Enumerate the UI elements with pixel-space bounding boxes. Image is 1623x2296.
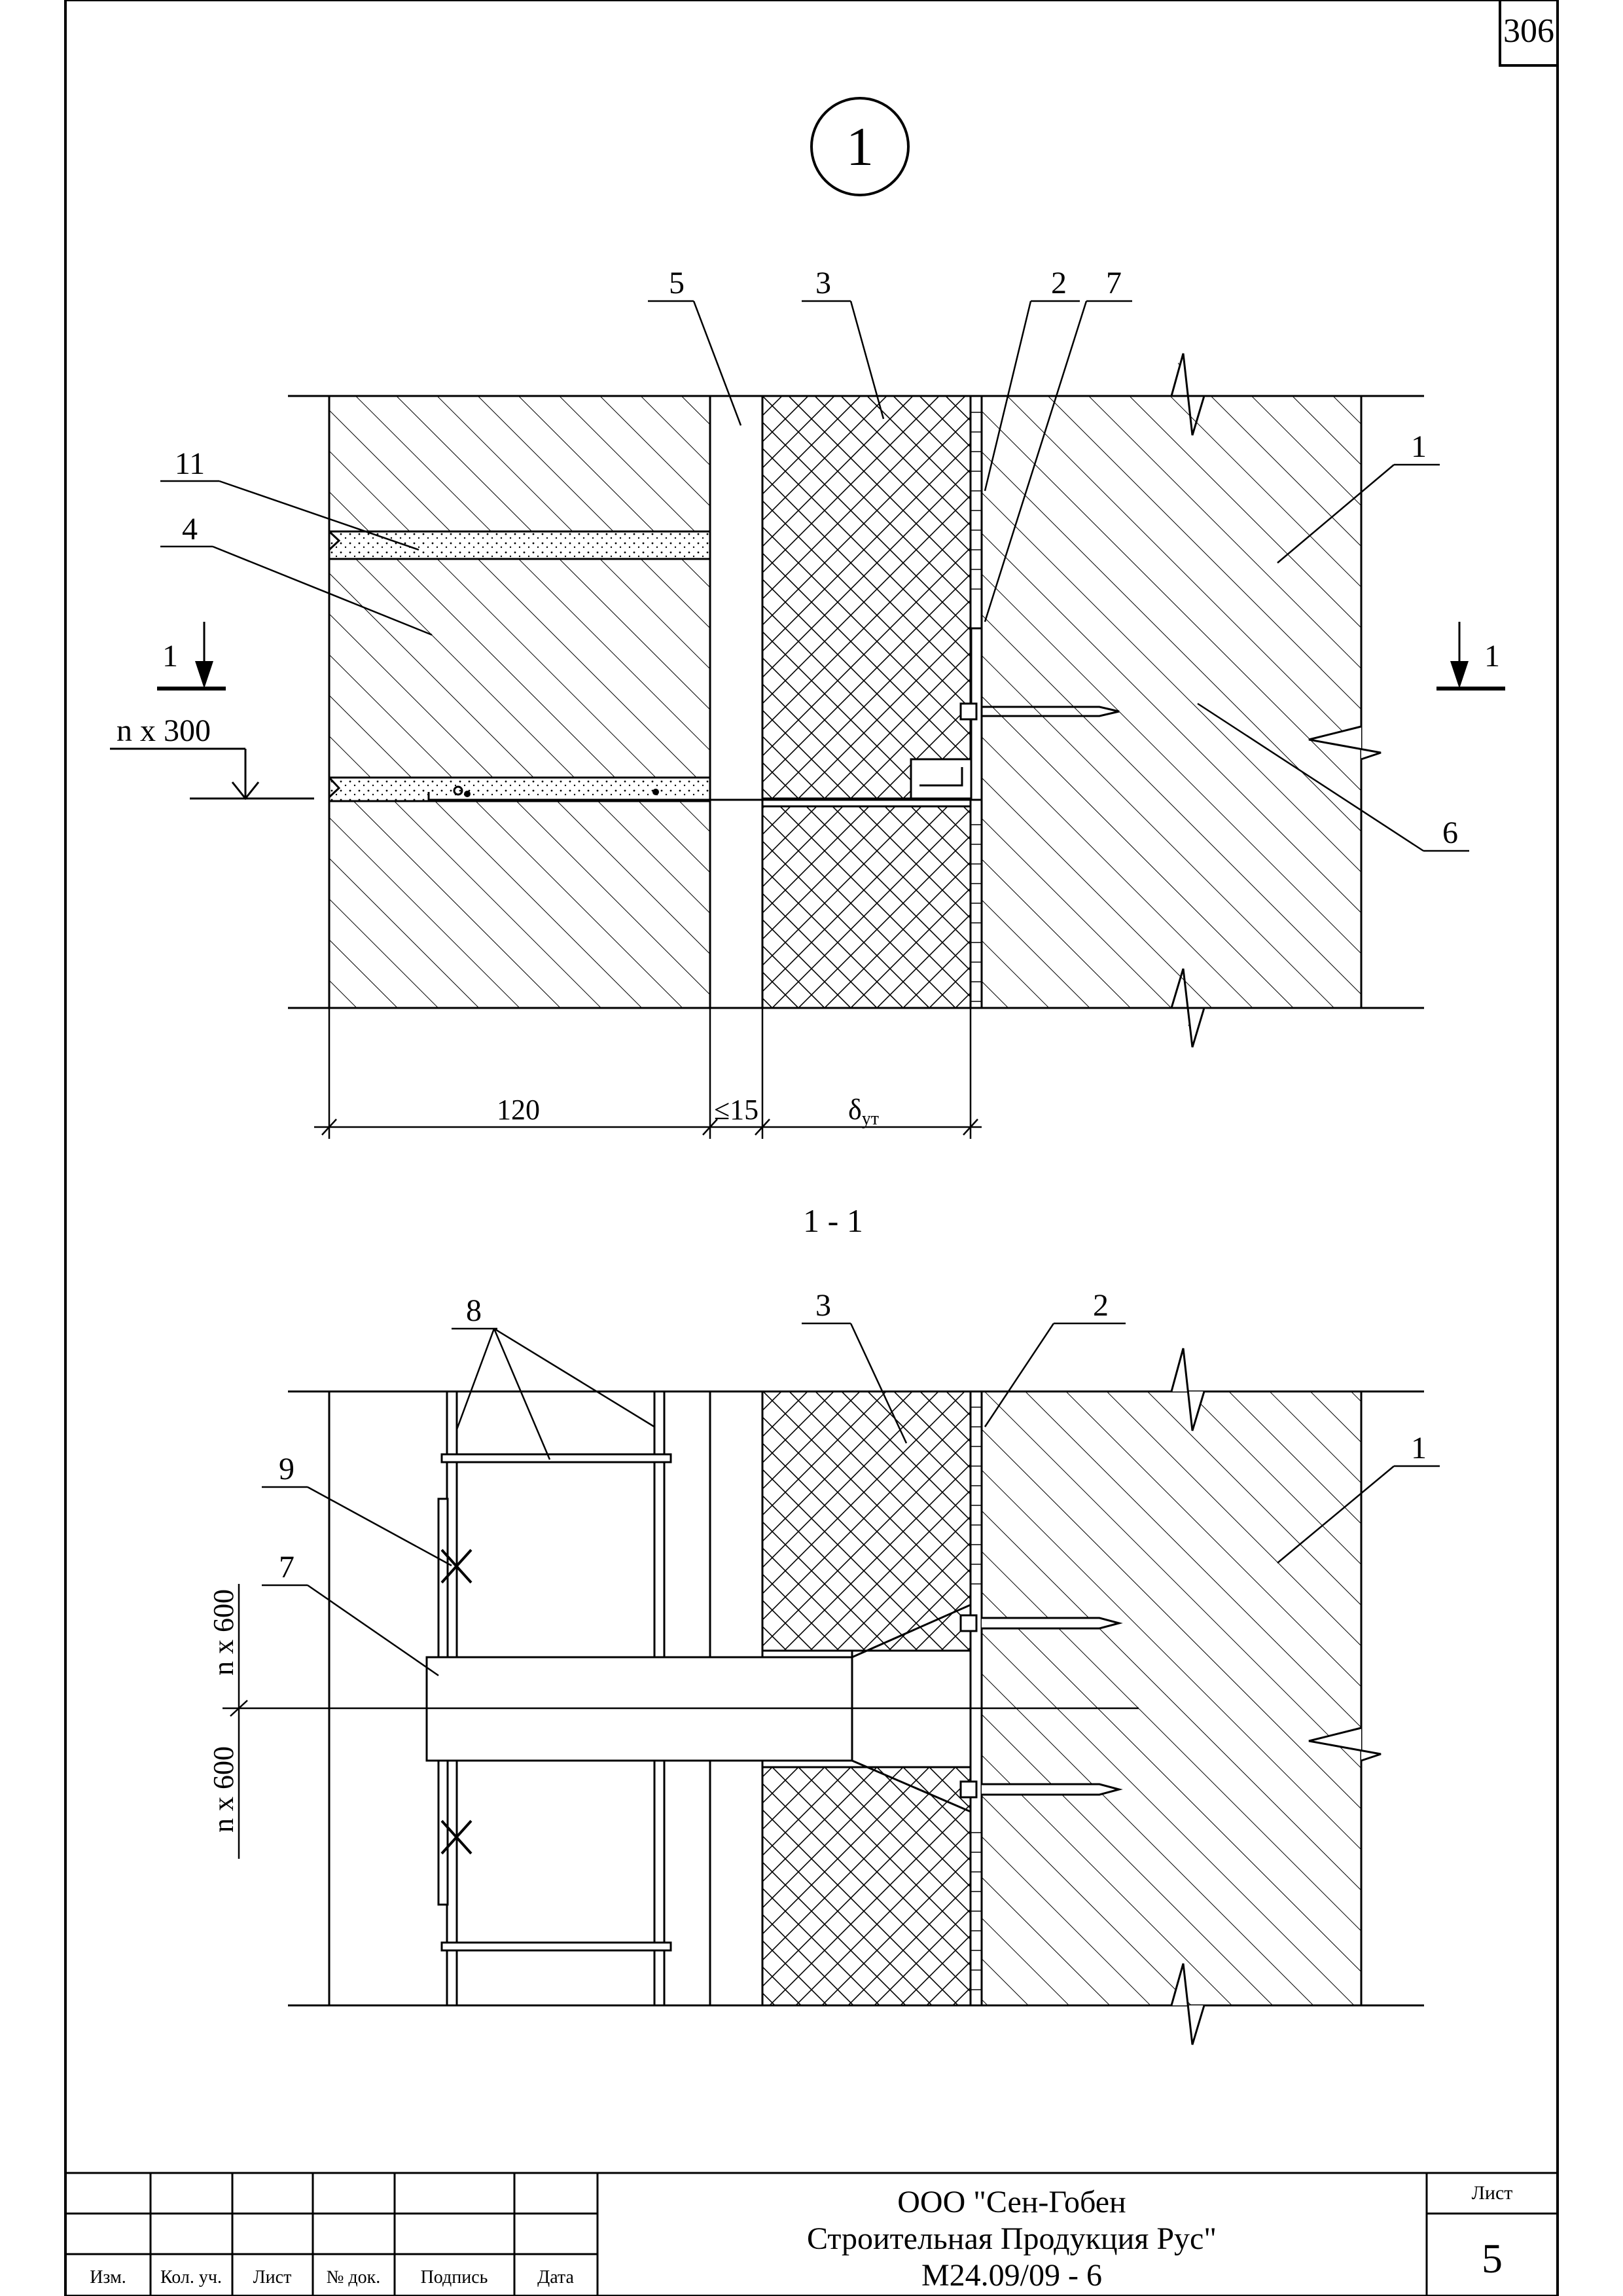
company-line-2: Строительная Продукция Рус": [807, 2221, 1217, 2256]
sheet-label: Лист: [1472, 2182, 1513, 2204]
insulation-upper: [761, 395, 972, 800]
plan-drawing: 1 1 n x 300 5 3 2 7 11 4 1 6: [110, 266, 1505, 1139]
sheet-frame: [64, 0, 1559, 2296]
callout-5: 5: [669, 266, 685, 300]
sheet-number: 306: [1503, 12, 1554, 50]
dim-down-600: n x 600: [207, 1746, 240, 1833]
insulation-lower: [761, 805, 972, 1009]
elevation-label: n x 300: [116, 713, 211, 748]
mortar-joint: [328, 530, 711, 560]
section-mark-right: 1: [1484, 639, 1500, 673]
node-marker-number: 1: [846, 117, 874, 177]
callout-2-section: 2: [1093, 1288, 1109, 1323]
hdr-data: Дата: [537, 2267, 574, 2287]
title-block: [65, 2172, 1558, 2296]
sheet-page-number: 5: [1482, 2235, 1503, 2282]
bearing-wall: [982, 353, 1381, 1047]
callout-11: 11: [175, 446, 205, 481]
dim-15: ≤15: [714, 1094, 758, 1126]
hdr-podpis: Подпись: [421, 2267, 488, 2287]
title-block-headers: Изм. Кол. уч. Лист № док. Подпись Дата: [90, 2267, 574, 2287]
hdr-izm: Изм.: [90, 2267, 126, 2287]
callout-2: 2: [1051, 266, 1067, 300]
membrane-section: [969, 1390, 983, 2007]
hdr-list: Лист: [253, 2267, 292, 2287]
dim-up-600: n x 600: [207, 1589, 240, 1676]
callout-1: 1: [1411, 429, 1427, 464]
mortar-joint-lower: [328, 776, 711, 802]
anchor-bolt: [982, 706, 1120, 717]
callout-8: 8: [466, 1293, 482, 1328]
hdr-n-dok: № док.: [327, 2267, 381, 2287]
callout-3-section: 3: [815, 1288, 831, 1323]
callout-7-section: 7: [279, 1550, 294, 1585]
drawing-code: М24.09/09 - 6: [921, 2258, 1102, 2293]
node-marker-circle: [810, 97, 910, 196]
callout-7: 7: [1106, 266, 1122, 300]
callout-1-section: 1: [1411, 1431, 1427, 1465]
brick-facing-middle: [328, 558, 711, 779]
callout-6: 6: [1442, 816, 1458, 850]
dim-insulation: δут: [848, 1094, 879, 1129]
section-mark-left: 1: [162, 639, 178, 673]
bearing-wall-section: [982, 1391, 1361, 2005]
hdr-kol-uch: Кол. уч.: [160, 2267, 222, 2287]
callout-4: 4: [182, 512, 198, 547]
callout-9: 9: [279, 1452, 294, 1486]
company-line-1: ООО "Сен-Гобен: [897, 2185, 1126, 2219]
section-title: 1 - 1: [803, 1202, 863, 1239]
insulation-section-lower: [761, 1766, 972, 2007]
brick-facing-upper: [328, 395, 711, 533]
brick-facing-lower: [328, 800, 711, 1009]
section-drawing: n x 600 n x 600 8 3 2 9 7 1: [207, 1288, 1440, 2045]
callout-3: 3: [815, 266, 831, 300]
dim-120: 120: [497, 1094, 540, 1126]
anchor-head: [959, 702, 978, 721]
insulation-section-upper: [761, 1390, 972, 1652]
